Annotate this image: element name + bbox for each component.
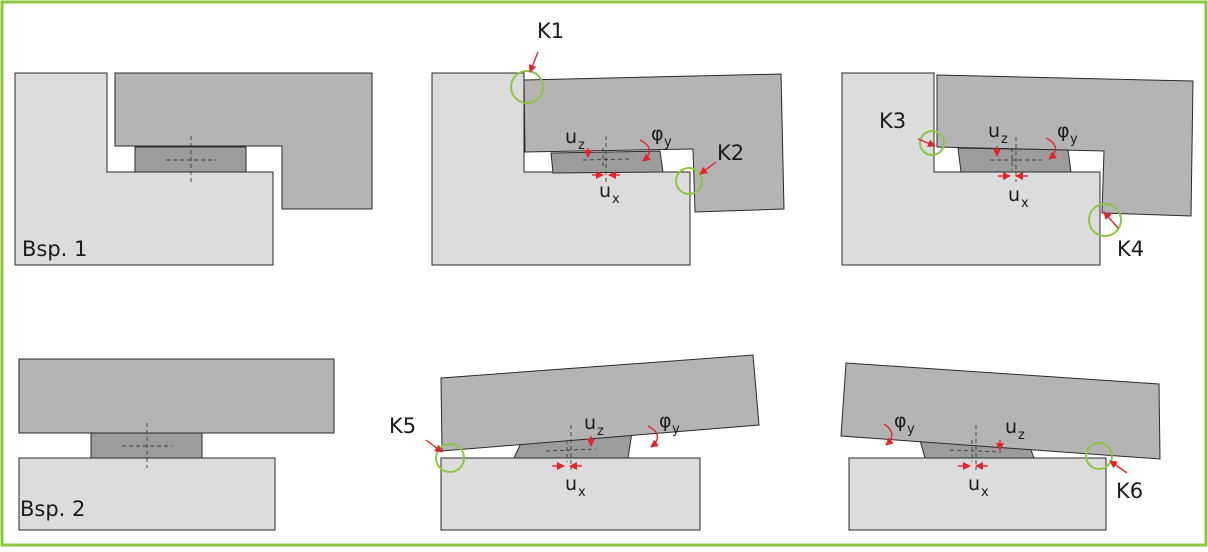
ex2a-phiy-symbol: φ bbox=[659, 410, 672, 432]
ex2-neutral: Bsp. 2 bbox=[18, 358, 335, 531]
k6-label: K6 bbox=[1116, 479, 1143, 503]
ex1-lower-block bbox=[14, 72, 274, 266]
k5-contact-circle bbox=[435, 443, 465, 473]
k2-label: K2 bbox=[717, 141, 744, 165]
ex2a-ux-symbol: u bbox=[565, 473, 577, 495]
ex2b-phiy-subscript: y bbox=[907, 422, 915, 437]
ex2b-axis-horizontal bbox=[949, 449, 1002, 453]
ex1b-ux-subscript: x bbox=[1021, 196, 1029, 211]
ex2-case-k5: K5 u z u x φ y bbox=[389, 354, 760, 531]
ex1-upper-beam bbox=[114, 72, 373, 210]
ex2a-axis-horizontal bbox=[545, 448, 597, 452]
ex1-case-k1k2: K1 K2 u z u x φ y bbox=[431, 19, 785, 266]
k3-arrow bbox=[917, 138, 936, 148]
ex2b-ux-subscript: x bbox=[981, 485, 989, 500]
ex1a-uz-subscript: z bbox=[578, 138, 585, 153]
ex2b-upper-beam bbox=[840, 362, 1161, 460]
ex1-bearing-pad bbox=[134, 146, 247, 173]
k4-arrow bbox=[1103, 211, 1119, 229]
ex2a-uz-symbol: u bbox=[584, 412, 596, 434]
ex1a-bearing-pad bbox=[550, 150, 664, 174]
ex1b-phiy-symbol: φ bbox=[1057, 120, 1070, 142]
k2-contact-circle bbox=[675, 167, 703, 195]
ex2a-upper-beam bbox=[440, 354, 760, 452]
ex1a-axis-horizontal bbox=[582, 158, 631, 161]
k4-contact-circle bbox=[1088, 203, 1122, 237]
ex1a-ux-subscript: x bbox=[612, 192, 620, 207]
ex1b-uz-subscript: z bbox=[1001, 132, 1008, 147]
ex1a-upper-beam bbox=[523, 73, 785, 213]
k6-contact-circle bbox=[1085, 442, 1113, 470]
ex1-case-k3k4: K3 K4 u z u x φ y bbox=[841, 72, 1194, 266]
ex2b-uz-symbol: u bbox=[1005, 416, 1017, 438]
ex2b-ux-symbol: u bbox=[968, 473, 980, 495]
k5-label: K5 bbox=[389, 414, 416, 438]
ex1a-ux-symbol: u bbox=[599, 180, 611, 202]
ex1a-phiy-arrow bbox=[639, 139, 651, 162]
k1-arrow bbox=[528, 51, 539, 73]
ex2a-phiy-subscript: y bbox=[672, 422, 680, 437]
ex2b-phiy-symbol: φ bbox=[894, 410, 907, 432]
ex1-label: Bsp. 1 bbox=[22, 237, 87, 261]
ex2a-phiy-arrow bbox=[647, 425, 659, 448]
ex2-label: Bsp. 2 bbox=[20, 497, 85, 521]
ex2-case-k6: K6 u z u x φ y bbox=[840, 362, 1161, 531]
k1-label: K1 bbox=[537, 19, 564, 43]
k5-arrow bbox=[425, 439, 443, 453]
ex1a-phiy-symbol: φ bbox=[651, 123, 664, 145]
ex1b-upper-beam bbox=[936, 74, 1194, 217]
k2-arrow bbox=[699, 161, 717, 175]
ex2a-ux-subscript: x bbox=[578, 485, 586, 500]
ex1b-lower-block bbox=[841, 72, 1101, 266]
ex2-upper-beam bbox=[18, 358, 335, 434]
ex2-bearing-pad bbox=[90, 432, 203, 459]
ex2b-phiy-arrow bbox=[883, 423, 894, 446]
ex2b-uz-subscript: z bbox=[1018, 428, 1025, 443]
ex1a-lower-block bbox=[431, 72, 691, 266]
ex1b-phiy-subscript: y bbox=[1070, 132, 1078, 147]
k6-arrow bbox=[1109, 460, 1128, 474]
k3-label: K3 bbox=[879, 109, 906, 133]
ex2a-uz-subscript: z bbox=[597, 424, 604, 439]
k3-contact-circle bbox=[919, 130, 945, 156]
k4-label: K4 bbox=[1117, 237, 1144, 261]
ex1a-uz-symbol: u bbox=[565, 126, 577, 148]
ex1b-ux-symbol: u bbox=[1008, 184, 1020, 206]
ex1b-phiy-arrow bbox=[1045, 137, 1057, 160]
ex1-neutral: Bsp. 1 bbox=[14, 72, 373, 266]
ex1b-uz-symbol: u bbox=[988, 120, 1000, 142]
k1-contact-circle bbox=[510, 70, 544, 104]
ex2-lower-block bbox=[18, 457, 276, 531]
ex1a-phiy-subscript: y bbox=[664, 135, 672, 150]
